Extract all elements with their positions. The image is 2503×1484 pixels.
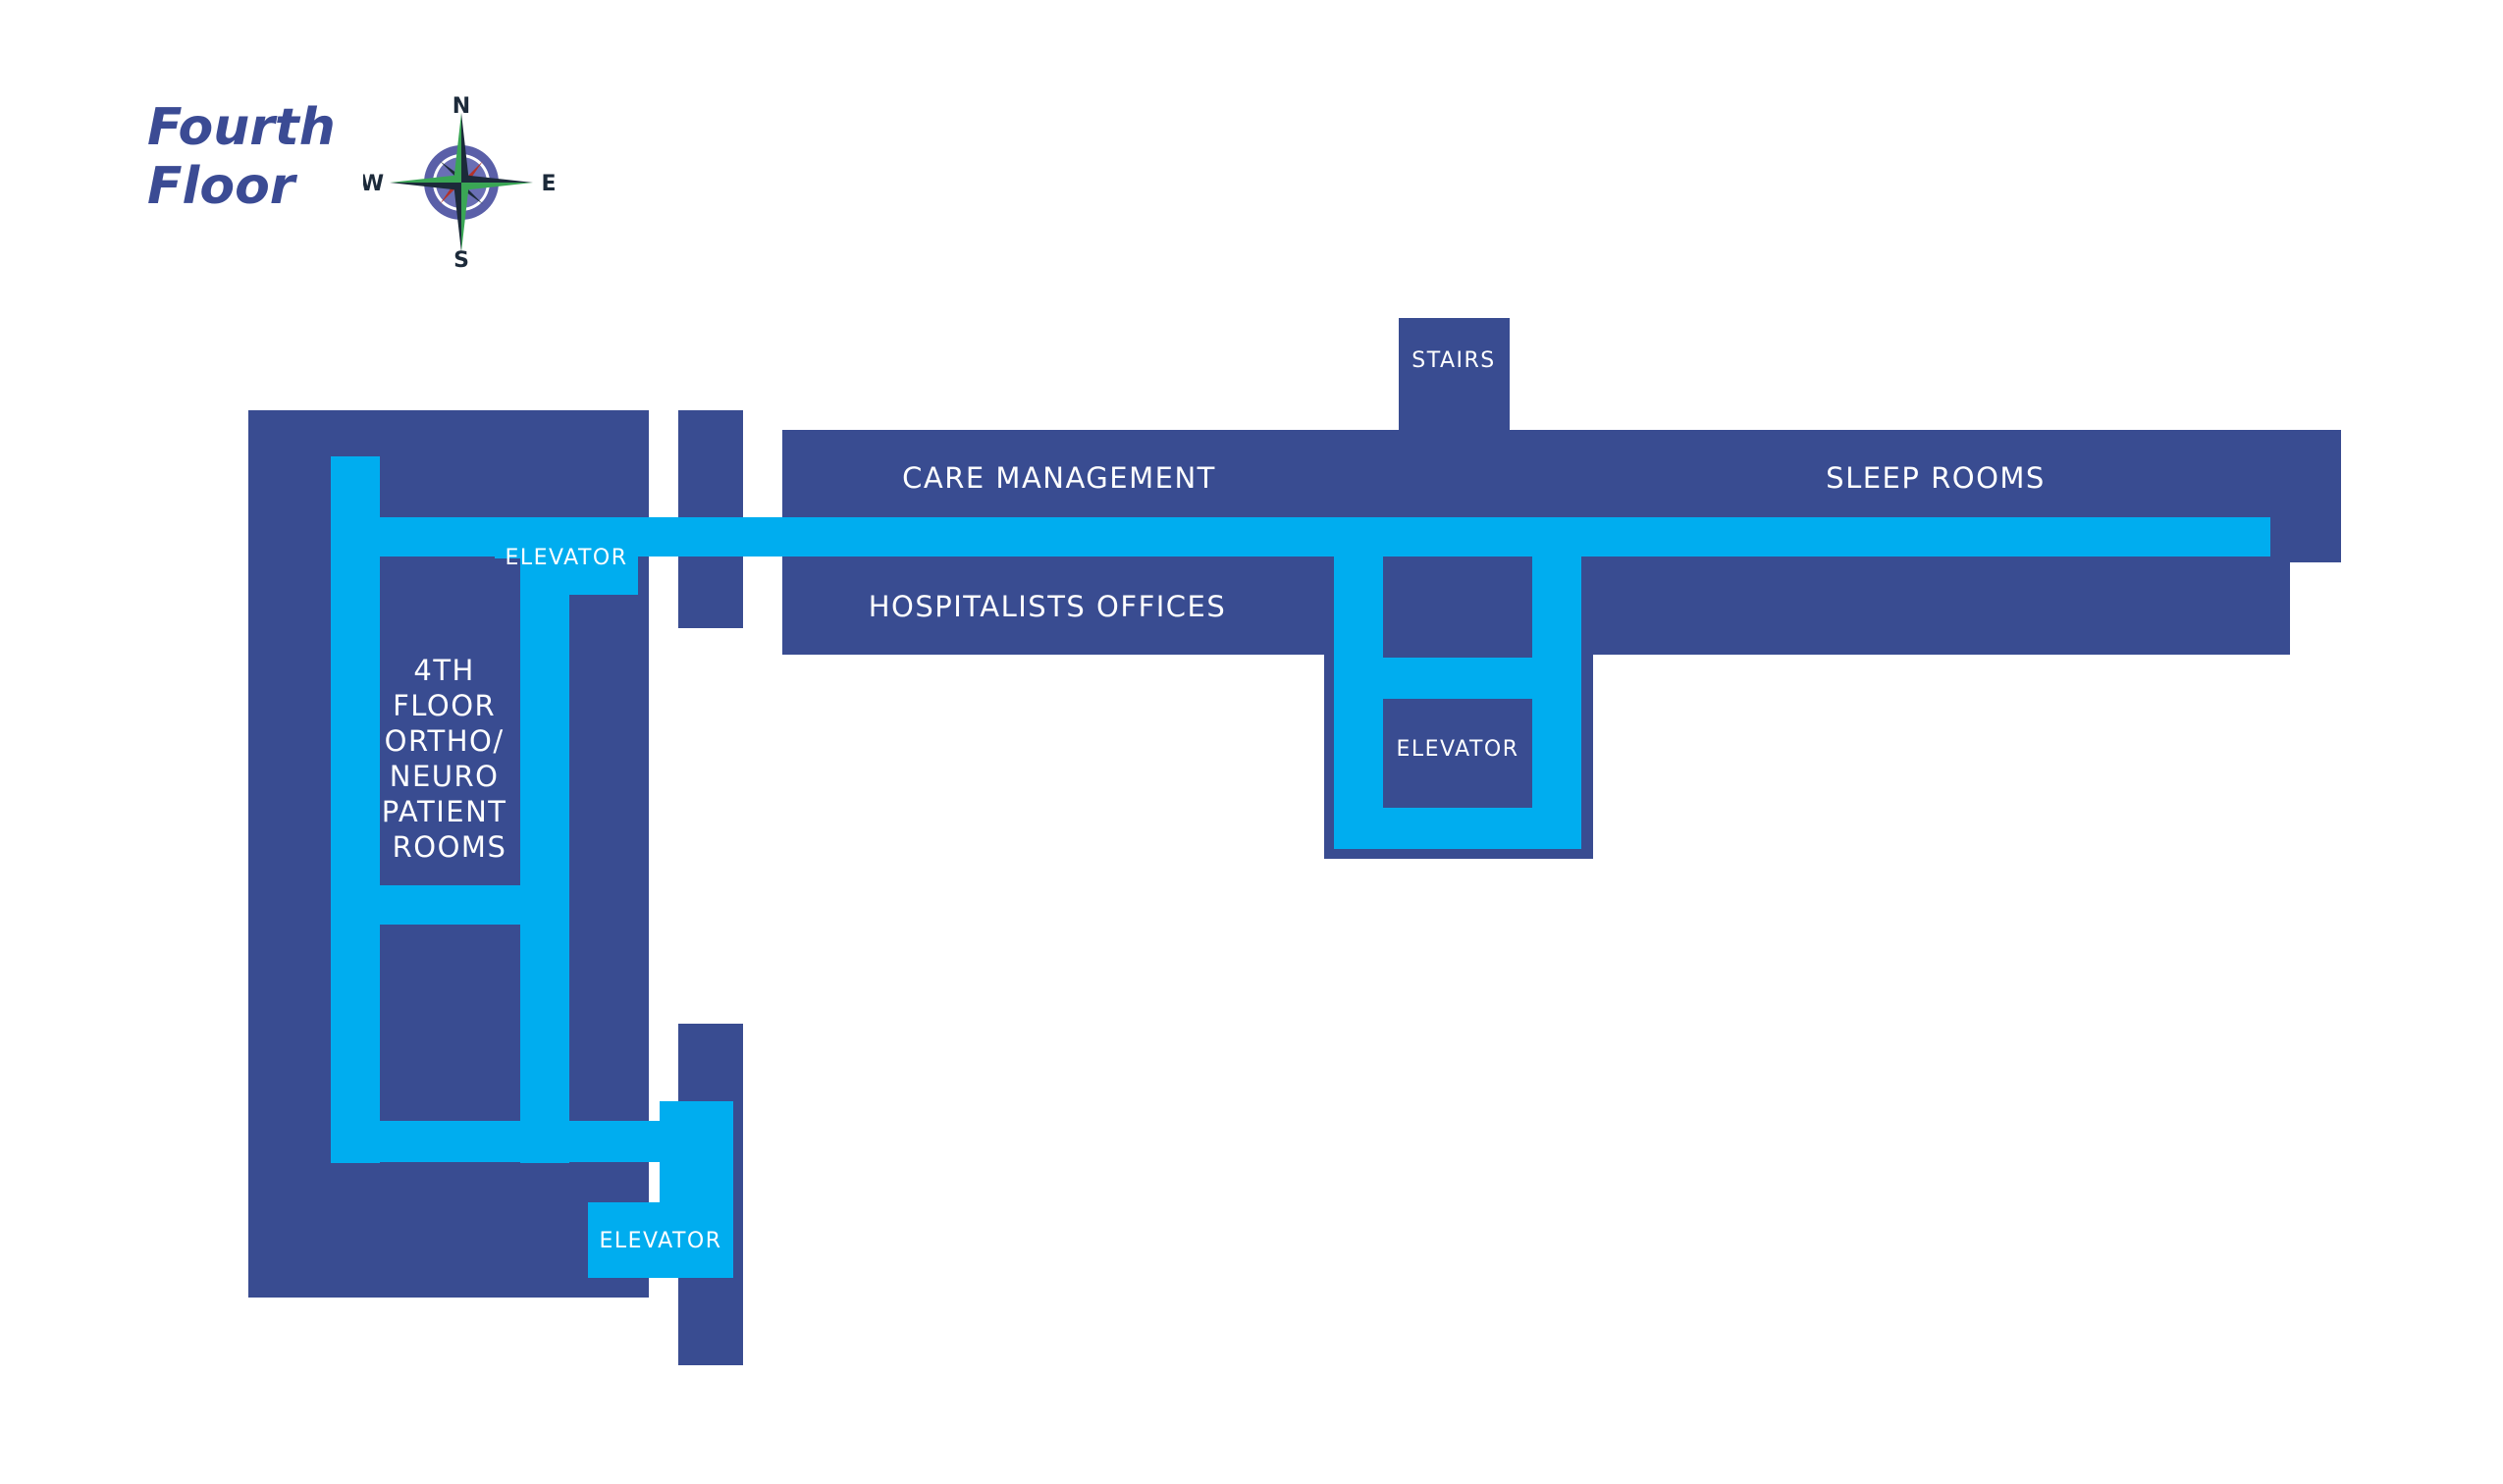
main-east-west-corridor (331, 517, 2270, 556)
floor-title: Fourth Floor (147, 98, 336, 216)
stairs-block (1399, 318, 1510, 436)
patient-rooms-line-5: PATIENT (382, 795, 507, 828)
compass-east-point-top (461, 175, 533, 183)
hospitalists-offices-label: HOSPITALISTS OFFICES (869, 590, 1227, 623)
southwest-elevator-lobby (588, 1202, 733, 1278)
patient-rooms-line-2: FLOOR (393, 689, 496, 722)
central-room-upper (1383, 556, 1532, 658)
compass-south-point-right (461, 183, 469, 252)
central-loop-west (1334, 550, 1383, 849)
compass-north-point-right (461, 113, 469, 183)
compass-east-point-bottom (461, 183, 533, 190)
west-outer-corridor (331, 456, 380, 1163)
central-loop-bottom (1334, 808, 1581, 849)
patient-rooms-line-1: 4TH (413, 654, 474, 687)
central-loop-east (1532, 550, 1581, 849)
sleep-rooms-label: SLEEP ROOMS (1826, 461, 2046, 495)
west-storage-block (380, 925, 520, 1121)
central-elevator-room (1383, 699, 1532, 808)
elevator-center-label: ELEVATOR (1396, 737, 1518, 762)
west-inner-corridor (520, 589, 569, 1163)
rooms (380, 556, 1532, 1121)
patient-rooms-label: 4TH FLOOR ORTHO/ NEURO PATIENT ROOMS (382, 654, 517, 864)
compass-west-label: W (363, 172, 384, 196)
patient-rooms-line-6: ROOMS (393, 830, 507, 864)
compass-rose-icon: N S W E (363, 94, 557, 270)
floor-title-line-1: Fourth (147, 98, 336, 157)
central-loop-middle (1334, 658, 1581, 699)
elevator-northwest-label: ELEVATOR (505, 546, 627, 570)
compass-west-point-bottom (390, 183, 461, 190)
compass-east-label: E (541, 172, 556, 196)
compass-south-label: S (453, 248, 469, 270)
compass-south-point-left (453, 183, 461, 252)
patient-rooms-block (380, 558, 520, 885)
compass-north-point-left (453, 113, 461, 183)
care-management-label: CARE MANAGEMENT (902, 461, 1216, 495)
floor-title-line-2: Floor (147, 157, 295, 216)
compass-north-label: N (453, 94, 470, 119)
west-cross-corridor (331, 885, 569, 925)
corridors (331, 456, 2270, 1278)
stairs-label: STAIRS (1411, 348, 1495, 373)
elevator-southwest-label: ELEVATOR (599, 1229, 721, 1253)
patient-rooms-line-4: NEURO (390, 760, 500, 793)
patient-rooms-line-3: ORTHO/ (385, 724, 505, 758)
compass-west-point-top (390, 175, 461, 183)
